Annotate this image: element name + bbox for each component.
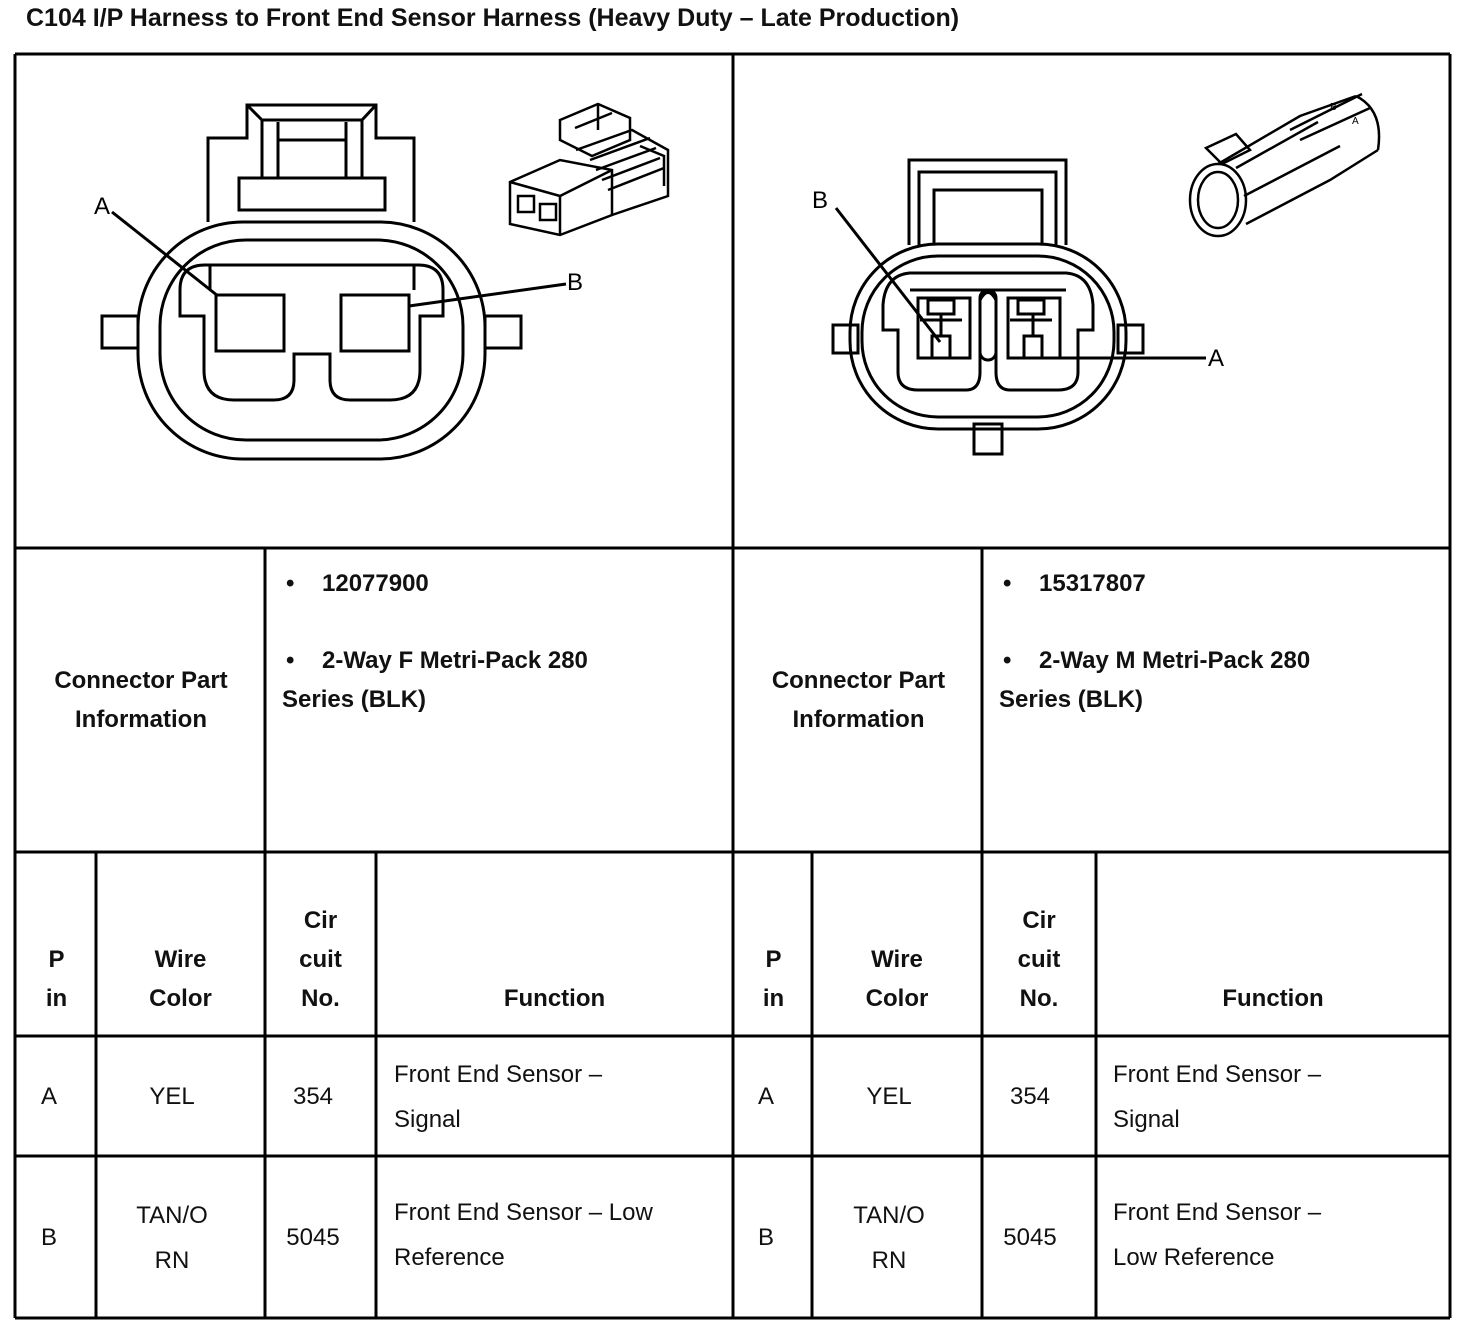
description-line2: Series (BLK): [999, 686, 1144, 713]
header-pin: P in: [762, 946, 785, 1012]
description-line1: 2-Way F Metri-Pack 280: [322, 647, 588, 674]
cell-wire-color: YEL: [149, 1083, 195, 1110]
cell-circuit-no: 354: [1009, 1083, 1051, 1110]
header-circuit-no: Cir cuit No.: [1017, 907, 1061, 1012]
connector-thumbnail-icon: [508, 102, 670, 237]
page-title: C104 I/P Harness to Front End Sensor Har…: [26, 4, 960, 32]
part-number: 12077900: [282, 564, 722, 603]
cell-function: Front End Sensor – Signal: [1113, 1061, 1322, 1133]
cell-pin: A: [40, 1083, 57, 1110]
cell-wire-color: TAN/O RN: [853, 1202, 925, 1274]
cell-pin: B: [757, 1224, 774, 1251]
description-line2: Series (BLK): [282, 686, 427, 713]
pin-label-a: A: [94, 193, 110, 220]
cell-circuit-no: 5045: [286, 1224, 340, 1251]
cell-circuit-no: 5045: [1003, 1224, 1057, 1251]
connector-face-diagram-male: B A B A: [812, 92, 1381, 456]
pin-label-a: A: [1208, 345, 1224, 372]
header-circuit-no: Cir cuit No.: [299, 907, 342, 1012]
header-wire-color: Wire Color: [149, 946, 212, 1012]
svg-text:A: A: [1352, 116, 1359, 127]
cell-wire-color: YEL: [866, 1083, 912, 1110]
cell-function: Front End Sensor – Signal: [394, 1061, 603, 1133]
cell-pin: B: [40, 1224, 57, 1251]
cell-function: Front End Sensor – Low Reference: [1113, 1199, 1322, 1271]
header-wire-color: Wire Color: [865, 946, 929, 1012]
connector-part-info-label: Connector Part Information: [771, 667, 946, 733]
description-line1: 2-Way M Metri-Pack 280: [1039, 647, 1311, 674]
pin-label-b: B: [567, 269, 583, 296]
cell-function: Front End Sensor – Low Reference: [394, 1199, 653, 1271]
header-function: Function: [503, 985, 606, 1012]
pin-label-b: B: [812, 187, 828, 214]
connector-face-diagram-female: A B: [94, 102, 670, 461]
header-function: Function: [1222, 985, 1324, 1012]
svg-text:B: B: [1330, 102, 1337, 113]
cell-wire-color: TAN/O RN: [136, 1202, 208, 1274]
part-number: 15317807: [999, 564, 1439, 603]
connector-thumbnail-icon: B A: [1188, 92, 1381, 238]
cell-circuit-no: 354: [292, 1083, 334, 1110]
header-pin: P in: [45, 946, 68, 1012]
connector-part-info-label: Connector Part Information: [54, 667, 228, 733]
cell-pin: A: [757, 1083, 774, 1110]
